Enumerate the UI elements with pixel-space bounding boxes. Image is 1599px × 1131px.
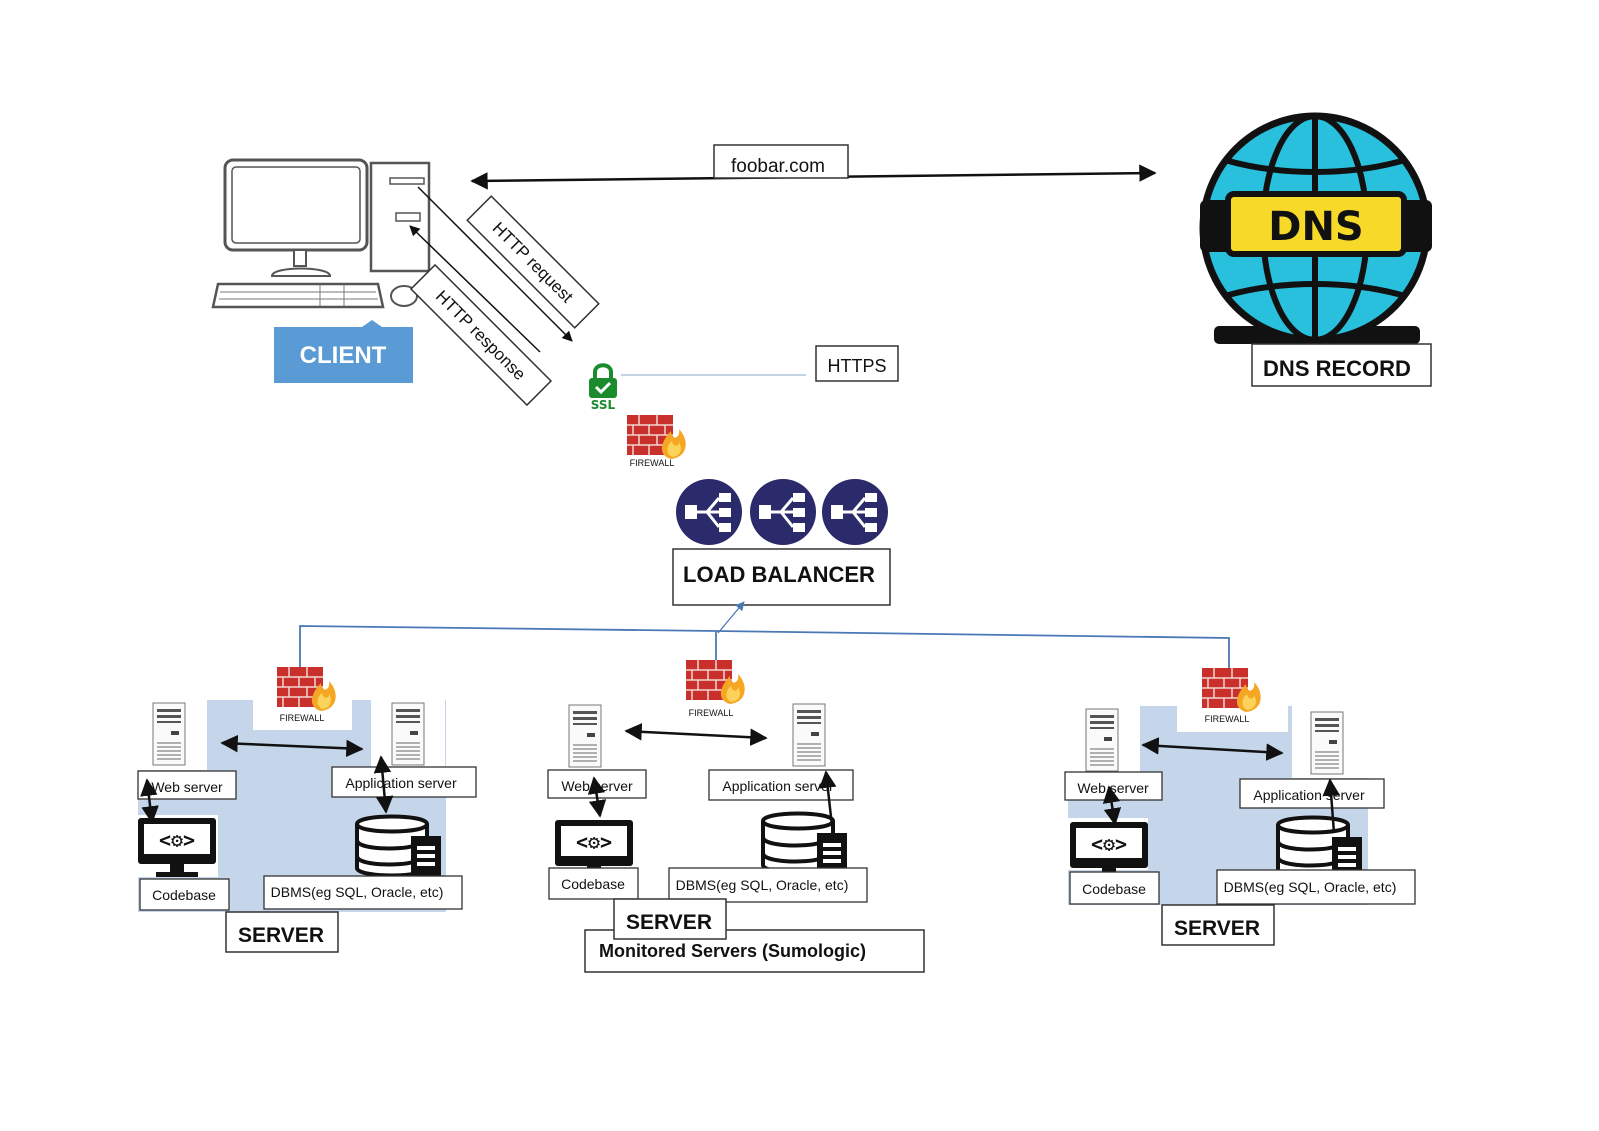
http-response-label: HTTP response [409, 263, 553, 407]
svg-text:Web server: Web server [151, 779, 223, 795]
load-balancer-label: LOAD BALANCER [672, 548, 891, 606]
application-server-label: Application server [331, 766, 477, 798]
client-label: CLIENT [274, 320, 413, 383]
svg-text:Application server: Application server [722, 778, 834, 794]
svg-text:FIREWALL: FIREWALL [1205, 714, 1250, 724]
svg-text:CLIENT: CLIENT [300, 342, 387, 369]
application-server-icon [792, 703, 826, 767]
domain-label: foobar.com [713, 144, 849, 179]
svg-text:LOAD BALANCER: LOAD BALANCER [683, 562, 875, 587]
web-server-label: Web server [1064, 771, 1163, 801]
ssl-lock-icon: SSL [589, 363, 617, 412]
svg-text:HTTPS: HTTPS [827, 356, 886, 376]
svg-text:DBMS(eg SQL, Oracle, etc): DBMS(eg SQL, Oracle, etc) [676, 877, 849, 893]
database-icon [761, 811, 849, 877]
svg-text:Monitored Servers (Sumologic): Monitored Servers (Sumologic) [599, 941, 866, 961]
web-server-icon [152, 702, 186, 766]
svg-text:Web server: Web server [1077, 780, 1149, 796]
server-title: SERVER [225, 911, 339, 953]
codebase-label: Codebase [548, 867, 639, 900]
server-title: SERVER [613, 898, 727, 940]
dns-globe-icon: DNS [1199, 112, 1432, 344]
dns-record-label: DNS RECORD [1251, 343, 1432, 387]
server-cluster-1: FIREWALL Web server Application server C… [137, 666, 477, 953]
lb-uplink-arrow [717, 601, 745, 634]
svg-text:SERVER: SERVER [626, 911, 712, 934]
svg-text:DBMS(eg SQL, Oracle, etc): DBMS(eg SQL, Oracle, etc) [1224, 879, 1397, 895]
application-server-icon [391, 702, 425, 766]
svg-text:SERVER: SERVER [238, 924, 324, 947]
svg-text:SSL: SSL [591, 398, 616, 412]
svg-text:DNS: DNS [1268, 204, 1364, 250]
svg-text:DBMS(eg SQL, Oracle, etc): DBMS(eg SQL, Oracle, etc) [271, 884, 444, 900]
server-cluster-3: FIREWALL Web server Application server C… [1064, 667, 1416, 946]
firewall-icon: FIREWALL [1201, 667, 1262, 724]
svg-text:FIREWALL: FIREWALL [630, 458, 675, 468]
application-server-label: Application server [708, 769, 854, 801]
web-server-icon [568, 704, 602, 768]
svg-text:Application server: Application server [1253, 787, 1365, 803]
svg-text:HTTP request: HTTP request [489, 218, 577, 306]
svg-text:FIREWALL: FIREWALL [689, 708, 734, 718]
http-response-arrow [409, 225, 541, 353]
web-server-icon [1085, 708, 1119, 772]
firewall-icon: FIREWALL [626, 414, 687, 468]
server-title: SERVER [1161, 904, 1275, 946]
server-cluster-2: FIREWALL Web server Application server C… [547, 659, 925, 973]
svg-text:Codebase: Codebase [561, 876, 625, 892]
dbms-label: DBMS(eg SQL, Oracle, etc) [1216, 869, 1416, 905]
application-server-label: Application server [1239, 778, 1385, 809]
svg-text:HTTP response: HTTP response [432, 287, 529, 384]
firewall-icon: FIREWALL [685, 659, 746, 718]
svg-text:FIREWALL: FIREWALL [280, 713, 325, 723]
client-computer-icon [211, 158, 431, 309]
dbms-label: DBMS(eg SQL, Oracle, etc) [668, 867, 868, 903]
web-server-label: Web server [137, 770, 237, 800]
svg-text:DNS RECORD: DNS RECORD [1263, 356, 1411, 381]
https-label: HTTPS [815, 345, 899, 382]
svg-text:Application server: Application server [345, 775, 457, 791]
svg-text:Codebase: Codebase [1082, 881, 1146, 897]
application-server-icon [1310, 711, 1344, 775]
svg-text:Codebase: Codebase [152, 887, 216, 903]
dbms-label: DBMS(eg SQL, Oracle, etc) [263, 875, 463, 910]
firewall-icon: FIREWALL [276, 666, 337, 723]
lb-server-connectors [299, 625, 1230, 670]
svg-text:SERVER: SERVER [1174, 917, 1260, 940]
load-balancer-icon [674, 477, 890, 547]
svg-text:foobar.com: foobar.com [731, 156, 825, 177]
codebase-label: Codebase [139, 878, 230, 911]
codebase-label: Codebase [1069, 871, 1160, 905]
http-request-label: HTTP request [466, 195, 600, 329]
database-icon [355, 814, 443, 880]
http-request-arrow [417, 186, 573, 342]
